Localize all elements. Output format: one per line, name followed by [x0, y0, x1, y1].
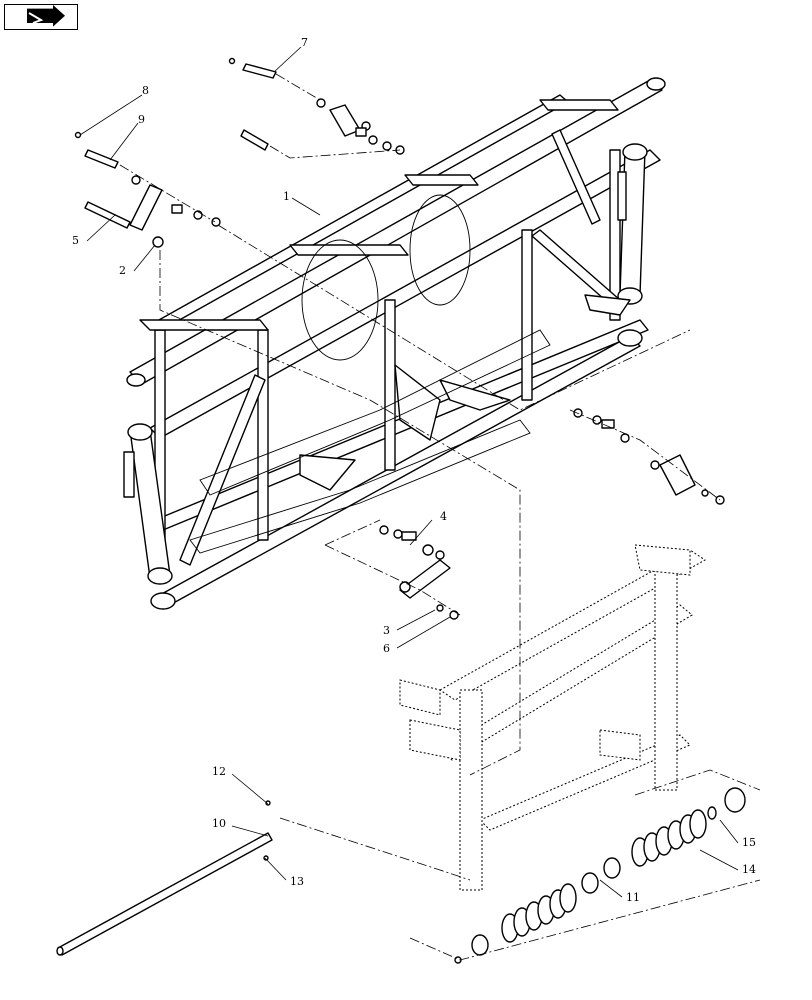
- callout-leaders: [79, 46, 739, 898]
- callout-10: 10: [212, 817, 226, 830]
- callout-15: 15: [742, 836, 756, 849]
- callout-12: 12: [212, 765, 226, 778]
- callout-5: 5: [72, 234, 79, 247]
- lower-hardware: [56, 787, 746, 964]
- callout-1: 1: [283, 190, 290, 203]
- callout-4: 4: [440, 510, 447, 523]
- callout-13: 13: [290, 875, 304, 888]
- callout-6: 6: [383, 642, 390, 655]
- callout-8: 8: [142, 84, 149, 97]
- arrow-right-icon: [27, 5, 65, 27]
- mount-frame-phantom: [399, 544, 706, 891]
- main-frame: [123, 77, 666, 610]
- callout-14: 14: [742, 863, 756, 876]
- callout-labels: 1 2 3 4 5 6 7 8 9 10 11 12 13 14 15: [72, 36, 756, 904]
- navigation-button[interactable]: [4, 4, 78, 30]
- callout-11: 11: [626, 891, 640, 904]
- callout-9: 9: [138, 113, 145, 126]
- assembly-lines: [119, 73, 761, 961]
- callout-7: 7: [301, 36, 308, 49]
- callout-2: 2: [119, 264, 126, 277]
- callout-3: 3: [383, 624, 390, 637]
- upper-hardware: [74, 57, 405, 248]
